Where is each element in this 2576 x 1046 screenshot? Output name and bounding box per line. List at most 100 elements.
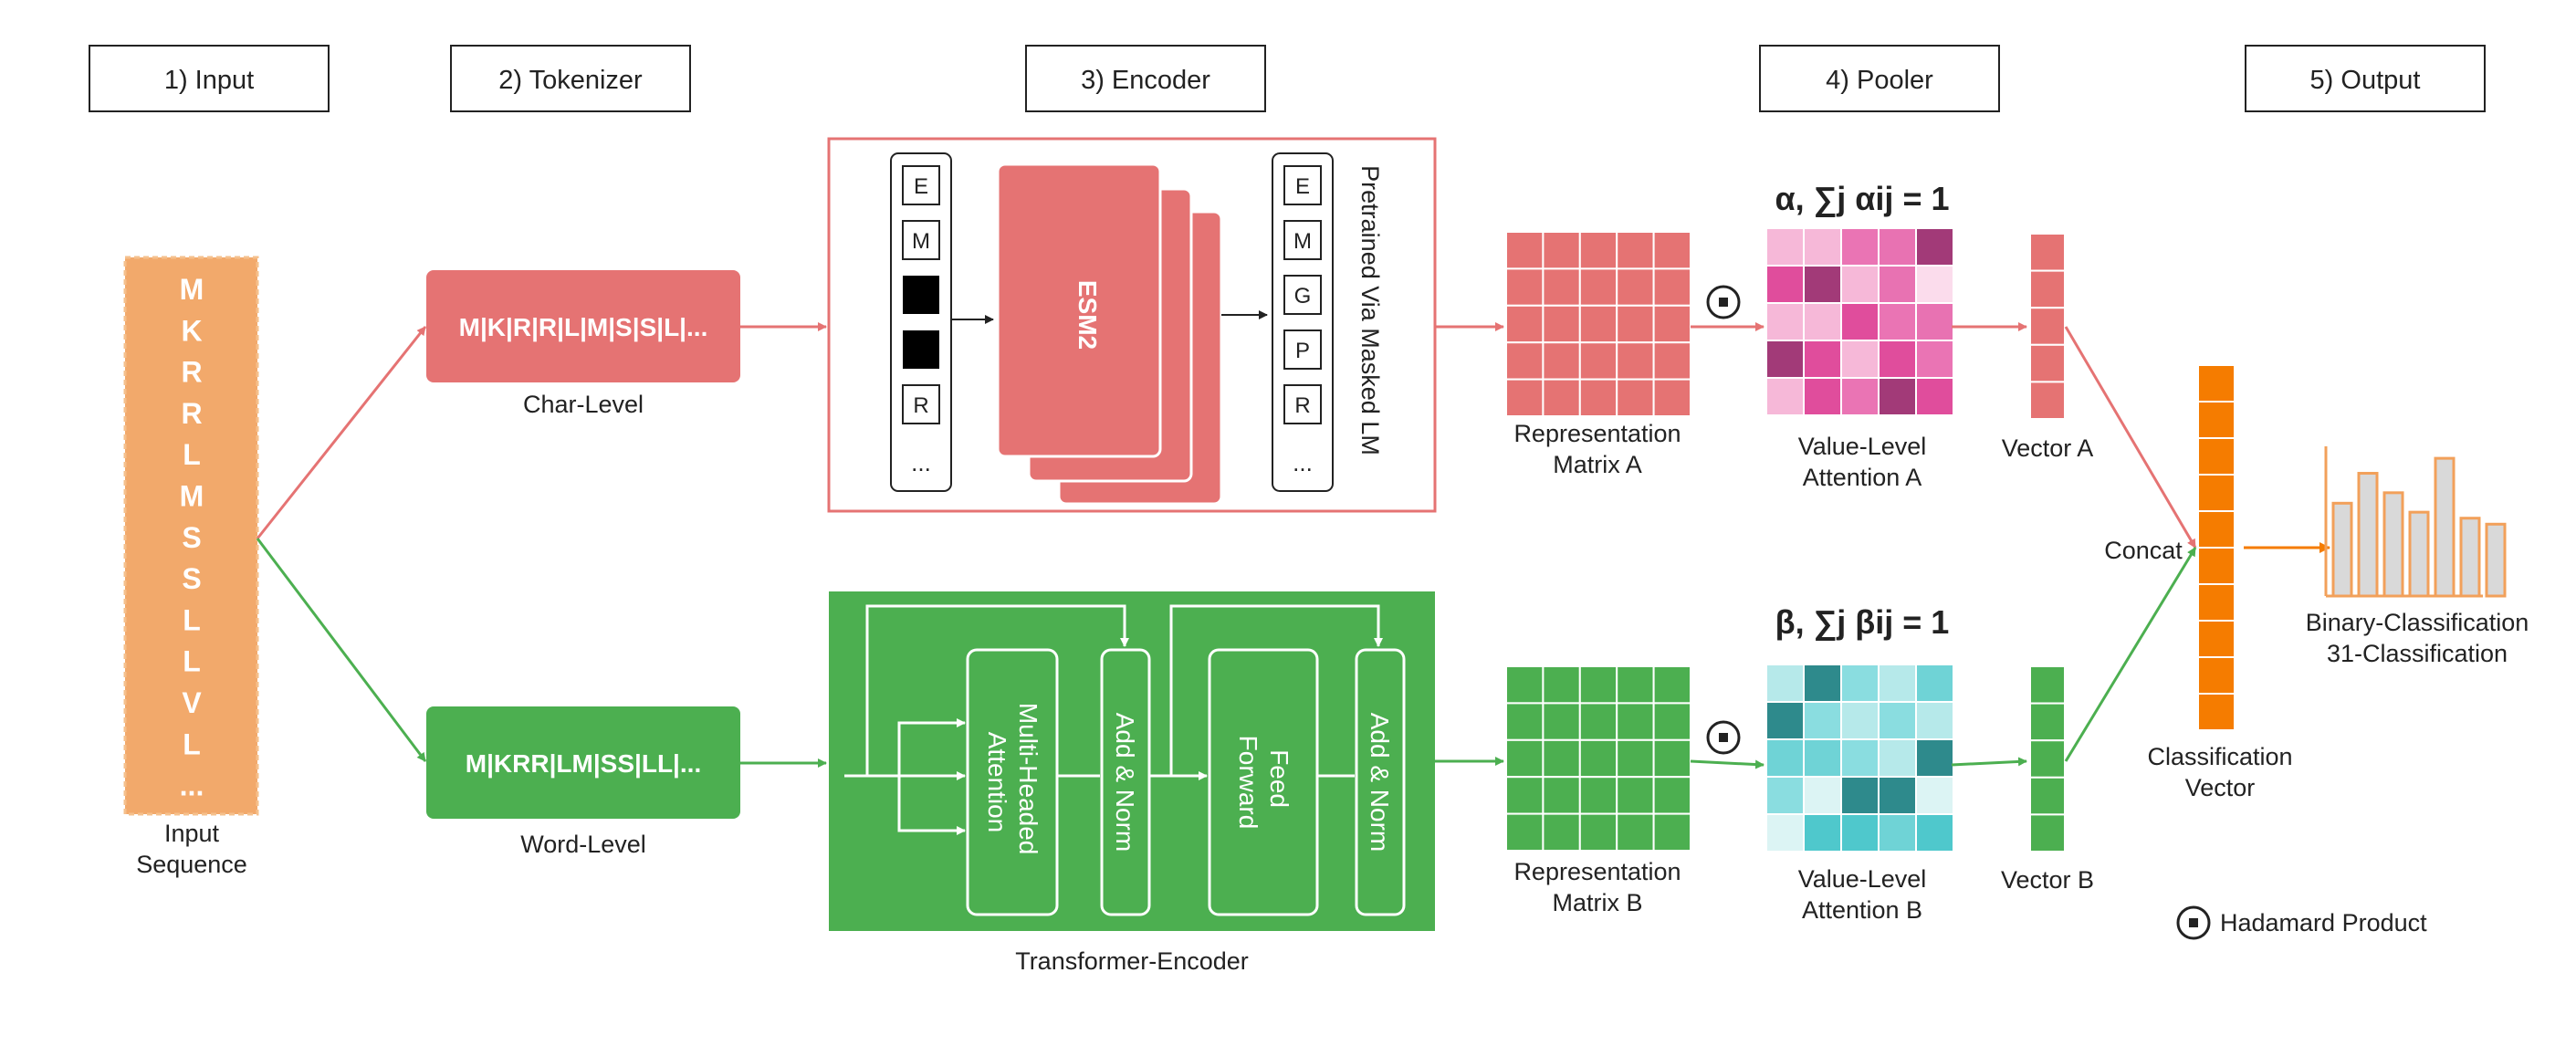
- attn-b-cell: [1915, 813, 1954, 852]
- matrix-b-cell: [1505, 776, 1545, 815]
- input-letter: L: [183, 603, 201, 636]
- matrix-b-label-line1: Representation: [1513, 858, 1681, 885]
- attn-b-cell: [1878, 776, 1917, 815]
- attn-b-cell: [1803, 664, 1842, 703]
- matrix-b-cell: [1578, 738, 1618, 779]
- matrix-a-cell: [1616, 378, 1655, 418]
- attn-a-cell: [1765, 265, 1805, 304]
- esm-input-token: E: [914, 174, 928, 199]
- attn-b-cell: [1765, 813, 1805, 852]
- arrow-matrix-b-to-attn: [1690, 759, 1764, 769]
- arrow-vector-a-to-concat: [2064, 326, 2197, 549]
- matrix-b-cell: [1542, 812, 1581, 852]
- esm-output-token-box: [1283, 329, 1322, 370]
- attn-b-formula: β, ∑j βij = 1: [1775, 603, 1950, 641]
- attn-b-cell: [1803, 776, 1842, 815]
- output-bar: [2408, 510, 2430, 598]
- vector-a-cell: [2029, 343, 2066, 383]
- te-addnorm-2-label: Add & Norm: [1366, 713, 1394, 852]
- esm-output-token: R: [1294, 393, 1310, 418]
- matrix-a-cell: [1505, 341, 1545, 381]
- char-level-tokenizer: M|K|R|R|L|M|S|S|L|... Char-Level: [426, 270, 740, 418]
- stage-header-pooler-label: 4) Pooler: [1826, 66, 1933, 95]
- te-ff-label: Feed Forward: [1234, 736, 1293, 830]
- matrix-a-cell: [1542, 378, 1581, 418]
- vector-a-cell: [2029, 233, 2066, 272]
- te-mha-label: Multi-Headed Attention: [983, 703, 1042, 862]
- matrix-a-cell: [1652, 341, 1691, 381]
- attn-a-cell: [1803, 377, 1842, 416]
- esm-output-token-box: [1283, 275, 1322, 315]
- attn-b-cell: [1878, 664, 1917, 703]
- attn-b-cell: [1803, 701, 1842, 740]
- attn-a-cell: [1803, 265, 1842, 304]
- input-label-line1: Input: [164, 820, 220, 847]
- attn-a-cell: [1878, 227, 1917, 267]
- attn-b-cell: [1878, 701, 1917, 740]
- matrix-b-cell: [1505, 665, 1545, 705]
- attn-a-cell: [1915, 340, 1954, 379]
- matrix-a-cell: [1542, 341, 1581, 381]
- esm-input-token-ellipsis: ...: [911, 449, 931, 476]
- hadamard-legend-label: Hadamard Product: [2220, 909, 2427, 936]
- cls-vector-cell: [2197, 364, 2236, 403]
- matrix-a-cell: [1542, 267, 1581, 307]
- input-letter: S: [182, 562, 201, 595]
- te-mha-line1: Multi-Headed: [1014, 703, 1042, 855]
- matrix-a-cell: [1542, 304, 1581, 344]
- matrix-b-cell: [1652, 812, 1691, 852]
- te-ff-line2: Forward: [1234, 736, 1262, 830]
- hadamard-icon-b: [1706, 720, 1741, 755]
- hadamard-legend: Hadamard Product: [2176, 905, 2427, 940]
- input-letter: S: [182, 521, 201, 554]
- te-mha-block: [966, 648, 1059, 916]
- esm-input-token-box: [902, 165, 940, 205]
- concat-label: Concat: [2104, 537, 2183, 564]
- cls-vector-cell: [2197, 656, 2236, 695]
- value-attention-b: [1765, 664, 1954, 852]
- output-bar: [2485, 522, 2507, 598]
- te-ff-block: [1208, 648, 1319, 916]
- attn-a-cell: [1840, 265, 1880, 304]
- te-addnorm-1-label: Add & Norm: [1111, 713, 1139, 852]
- matrix-a-cell: [1652, 231, 1691, 270]
- output-bar: [2459, 517, 2481, 598]
- te-label: Transformer-Encoder: [1015, 947, 1249, 975]
- value-attention-a: [1765, 227, 1954, 416]
- matrix-b-cell: [1578, 702, 1618, 741]
- esm-input-token-box: [902, 220, 940, 260]
- attn-b-cell: [1840, 776, 1880, 815]
- esm-input-token-box: [902, 384, 940, 424]
- esm-output-token: P: [1295, 339, 1310, 363]
- esm-output-token-box: [1283, 220, 1322, 260]
- cls-vector-label-line1: Classification: [2147, 743, 2292, 770]
- esm-output-token: E: [1295, 174, 1310, 199]
- esm-output-token: G: [1294, 284, 1312, 309]
- matrix-b-cell: [1652, 776, 1691, 815]
- word-level-tokenizer: M|KRR|LM|SS|LL|... Word-Level: [426, 706, 740, 858]
- attn-a-cell: [1915, 377, 1954, 416]
- stage-header-input-label: 1) Input: [164, 66, 254, 95]
- matrix-a-cell: [1616, 304, 1655, 344]
- attn-b-cell: [1765, 664, 1805, 703]
- te-residual-2: [1169, 604, 1383, 776]
- stage-header-output-label: 5) Output: [2310, 66, 2421, 95]
- input-letter: L: [183, 438, 201, 471]
- vector-b-cell: [2029, 776, 2066, 816]
- te-qkv-arrow-top: [897, 718, 966, 776]
- matrix-a-cell: [1542, 231, 1581, 270]
- te-mha-line2: Attention: [983, 732, 1011, 833]
- te-qkv-arrow-bottom: [897, 776, 966, 835]
- input-letter: R: [181, 397, 202, 430]
- matrix-b-cell: [1542, 738, 1581, 779]
- esm-output-token-ellipsis: ...: [1293, 449, 1313, 476]
- output-bar: [2382, 491, 2404, 598]
- attn-b-cell: [1803, 738, 1842, 778]
- attn-a-cell: [1765, 340, 1805, 379]
- stage-header-tokenizer-label: 2) Tokenizer: [498, 66, 643, 95]
- word-level-label: Word-Level: [520, 831, 646, 858]
- matrix-b-cell: [1578, 812, 1618, 852]
- task-label-line1: Binary-Classification: [2306, 609, 2529, 636]
- te-addnorm-2-block: [1355, 648, 1406, 916]
